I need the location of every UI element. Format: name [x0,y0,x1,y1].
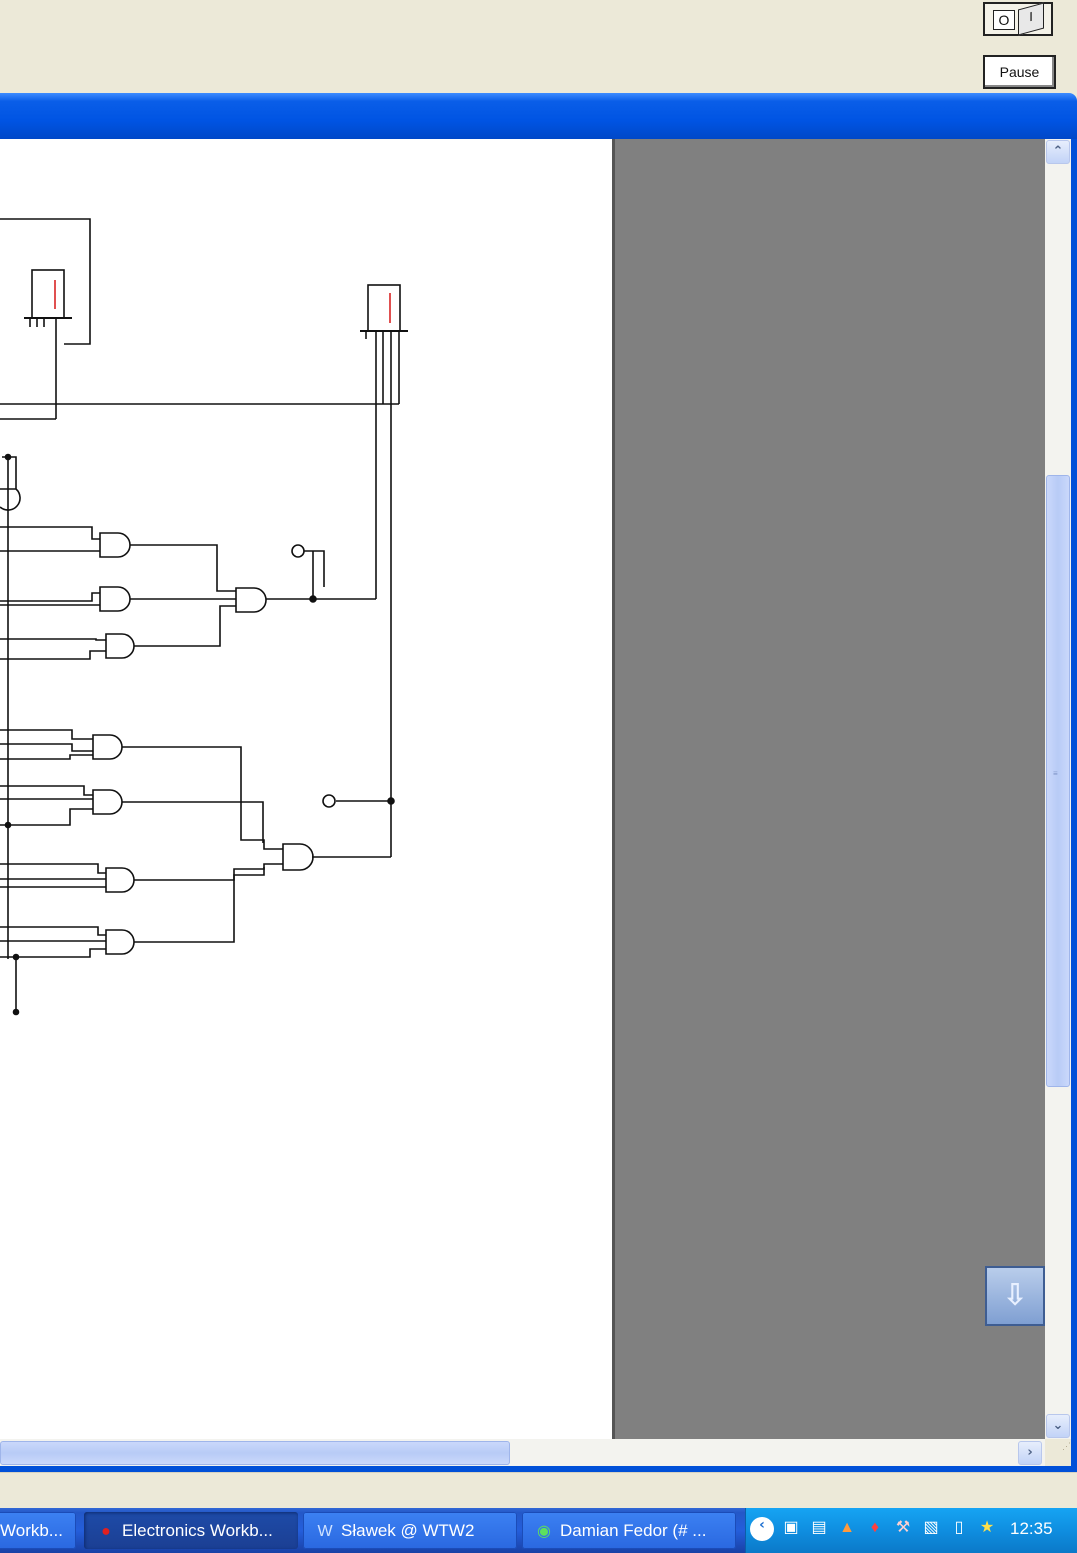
taskbar-item-chat[interactable]: ◉ Damian Fedor (# ... [522,1512,736,1549]
window-icon[interactable]: ▧ [923,1519,939,1536]
probe-top [291,544,305,558]
circuit-schematic[interactable] [0,139,612,1439]
window-frame-right [1071,139,1077,1469]
seven-segment-display-right [360,284,408,857]
taskbar-item-label: Workb... [0,1521,63,1540]
clock[interactable]: 12:35 [1010,1519,1053,1538]
pause-button[interactable]: Pause [983,55,1056,89]
and-gate-7 [105,929,135,955]
and-gate-3 [105,633,135,659]
and-gate-6 [105,867,135,893]
window-frame-bottom [0,1466,1077,1472]
and-gate-2 [99,586,131,612]
and-gate-5 [92,789,123,815]
power-switch[interactable]: O I [983,2,1053,36]
wire [0,785,93,826]
wire [0,218,91,345]
down-arrow-button[interactable]: ⇩ [985,1266,1045,1326]
canvas-edge [612,139,615,1439]
and-gate-4 [92,734,123,760]
wire [122,746,283,850]
wire [304,550,325,599]
wire [0,526,100,552]
taskbar-item-label: Sławek @ WTW2 [341,1521,475,1540]
chevron-right-icon: › [1027,1445,1033,1460]
chevron-down-icon: ⌄ [1052,1418,1064,1433]
wire [0,729,93,760]
grip-icon: ≡ [1053,769,1058,778]
resize-grip-icon[interactable]: ⋰ [1045,1441,1071,1466]
tools-icon[interactable]: ⚒ [895,1519,911,1536]
power-off-label: O [993,10,1015,30]
or-gate-top [235,587,267,613]
update-icon[interactable]: ▲ [839,1519,855,1536]
probe-bottom [322,794,336,808]
taskbar-item-workbench[interactable]: Workb... [0,1512,76,1549]
network-icon[interactable]: ▤ [811,1519,827,1536]
word-icon: W [317,1523,333,1540]
taskbar-item-label: Electronics Workb... [122,1521,273,1540]
wire [0,638,106,660]
taskbar-item-electronics-workbench[interactable]: ● Electronics Workb... [84,1512,298,1549]
wire [0,456,21,511]
taskbar-item-label: Damian Fedor (# ... [560,1521,707,1540]
or-gate-bottom [282,843,314,871]
scroll-down-button[interactable]: ⌄ [1046,1414,1070,1438]
horizontal-scroll-thumb[interactable] [0,1441,510,1465]
and-gate-1 [99,532,131,558]
power-on-label: I [1018,2,1044,36]
wire [0,926,106,958]
wire [0,863,106,888]
wire [122,801,264,843]
simulation-toolbar [0,0,1077,93]
accessibility-icon[interactable]: ★ [979,1519,995,1536]
wire [0,592,100,606]
chat-icon: ◉ [537,1523,551,1540]
taskbar-item-word[interactable]: W Sławek @ WTW2 [303,1512,517,1549]
status-bar [0,1472,1077,1509]
arrow-down-icon: ⇩ [1002,1278,1028,1313]
circuit-canvas[interactable] [0,139,612,1439]
window-titlebar[interactable] [0,93,1077,139]
vertical-scroll-thumb[interactable] [1046,475,1070,1087]
workspace-background [615,139,1045,1439]
chevron-up-icon: ⌃ [1052,144,1064,159]
seven-segment-display-left [24,269,72,419]
system-tray [745,1508,1077,1553]
scroll-right-button[interactable]: › [1018,1441,1042,1465]
scroll-up-button[interactable]: ⌃ [1046,140,1070,164]
acrobat-icon[interactable]: ♦ [870,1519,880,1536]
wire [130,544,236,592]
monitor-icon[interactable]: ▣ [783,1519,799,1536]
wire [134,863,283,881]
signal-icon[interactable]: ▯ [954,1519,964,1536]
electronics-workbench-icon: ● [101,1523,111,1540]
wire [134,867,265,943]
wire [134,605,236,647]
expand-icon[interactable]: ‹ [750,1517,774,1541]
